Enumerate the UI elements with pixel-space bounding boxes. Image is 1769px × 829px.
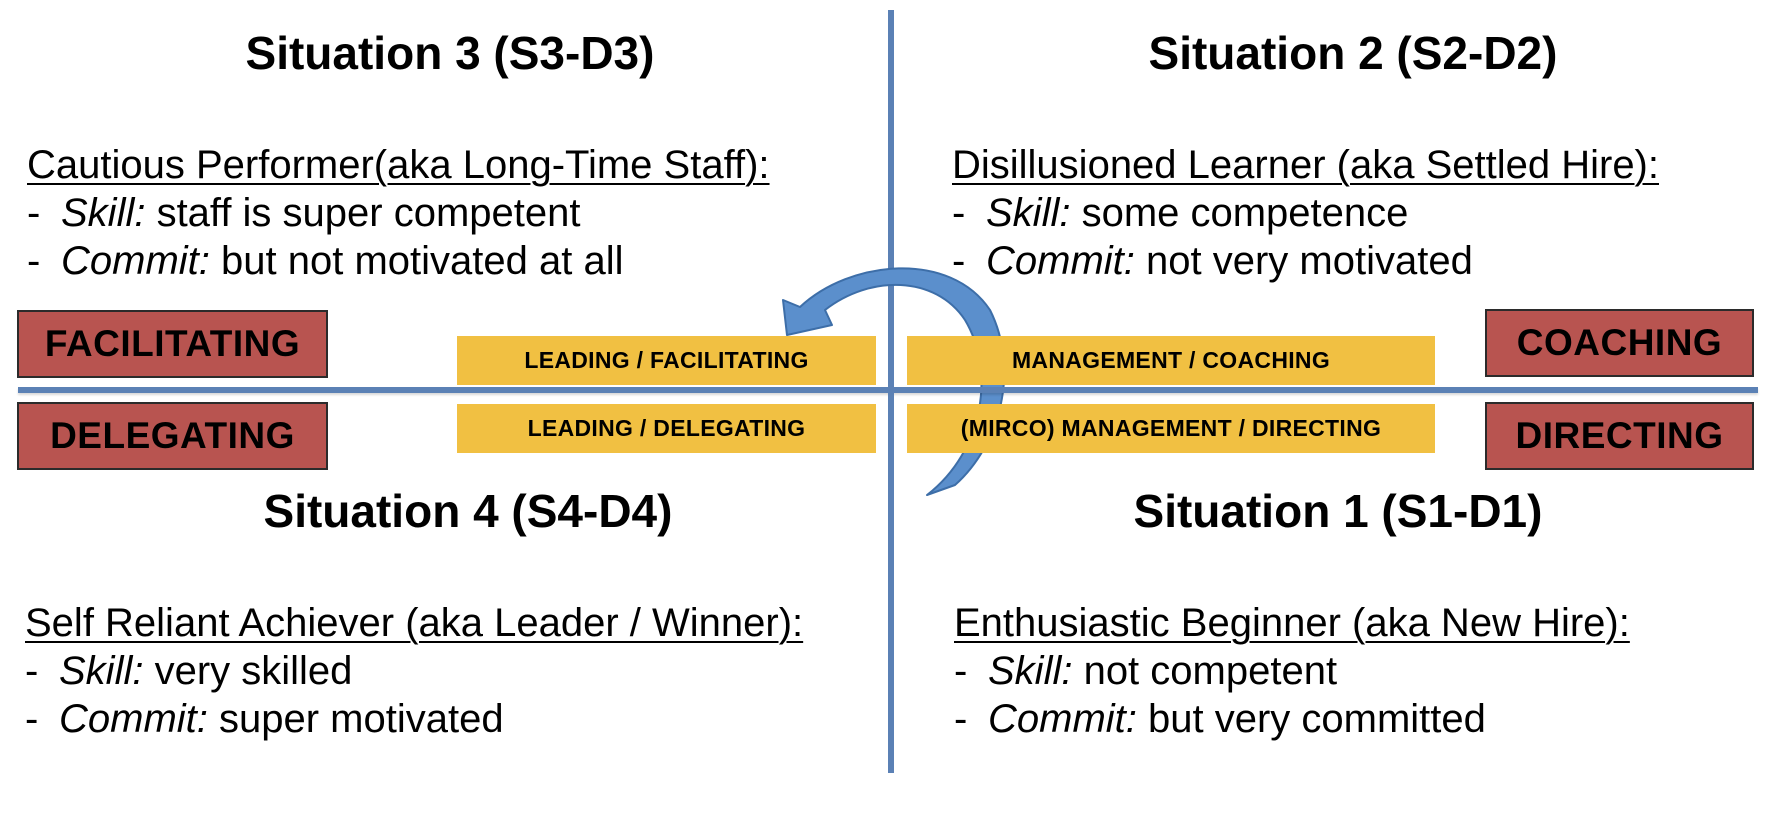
situation-3-skill: -Skill: staff is super competent — [27, 191, 581, 235]
situation-2-title: Situation 2 (S2-D2) — [1148, 27, 1558, 79]
micro-management-directing-tag: (MIRCO) MANAGEMENT / DIRECTING — [907, 404, 1435, 453]
situation-2-description: Disillusioned Learner (aka Settled Hire)… — [952, 141, 1659, 285]
leading-delegating-tag: LEADING / DELEGATING — [457, 404, 876, 453]
situation-1-skill: -Skill: not competent — [954, 649, 1338, 693]
situation-3-title: Situation 3 (S3-D3) — [245, 27, 655, 79]
management-coaching-tag: MANAGEMENT / COACHING — [907, 336, 1435, 385]
situation-3-description: Cautious Performer(aka Long-Time Staff):… — [27, 141, 770, 285]
delegating-box: DELEGATING — [17, 402, 328, 470]
situation-2-heading: Disillusioned Learner (aka Settled Hire)… — [952, 143, 1659, 187]
situation-2-skill: -Skill: some competence — [952, 191, 1409, 235]
situation-4-skill: -Skill: very skilled — [25, 649, 353, 693]
leading-facilitating-tag: LEADING / FACILITATING — [457, 336, 876, 385]
situation-1-description: Enthusiastic Beginner (aka New Hire): -S… — [954, 599, 1630, 743]
situation-2-commit: -Commit: not very motivated — [952, 239, 1473, 283]
situation-4-description: Self Reliant Achiever (aka Leader / Winn… — [25, 599, 803, 743]
vertical-axis-top — [888, 340, 894, 450]
situation-3-heading: Cautious Performer(aka Long-Time Staff): — [27, 143, 770, 187]
situation-3-commit: -Commit: but not motivated at all — [27, 239, 624, 283]
situation-4-heading: Self Reliant Achiever (aka Leader / Winn… — [25, 601, 804, 645]
facilitating-box: FACILITATING — [17, 310, 328, 378]
situation-1-heading: Enthusiastic Beginner (aka New Hire): — [954, 601, 1630, 645]
directing-box: DIRECTING — [1485, 402, 1754, 470]
coaching-box: COACHING — [1485, 309, 1754, 377]
situation-1-commit: -Commit: but very committed — [954, 697, 1486, 741]
situation-1-title: Situation 1 (S1-D1) — [1133, 485, 1543, 537]
situation-4-title: Situation 4 (S4-D4) — [263, 485, 673, 537]
situation-4-commit: -Commit: super motivated — [25, 697, 504, 741]
